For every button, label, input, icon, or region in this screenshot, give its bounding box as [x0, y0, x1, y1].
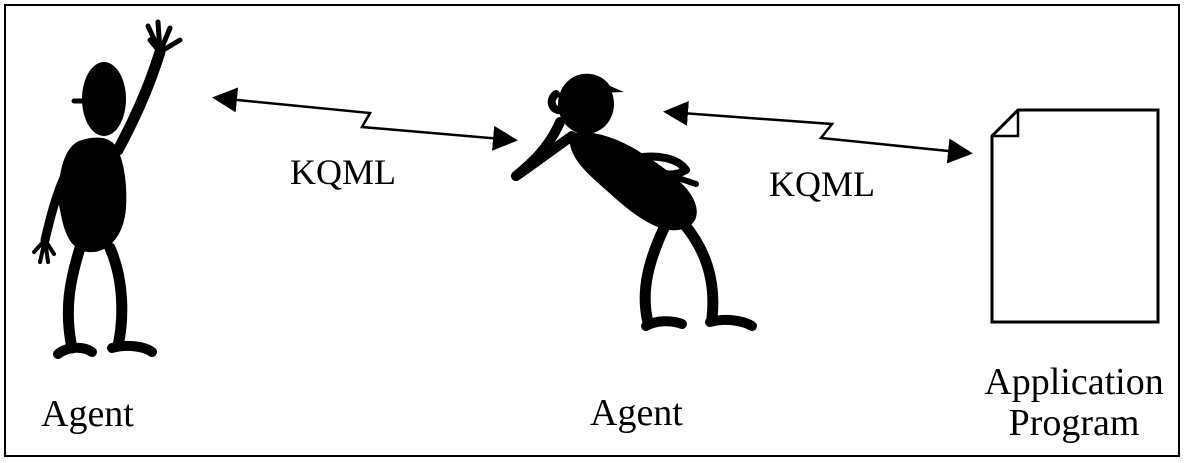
- link-arrow-left: [212, 87, 518, 151]
- link-label-kqml-left: KQML: [290, 152, 396, 192]
- listening-figure-icon: [511, 73, 757, 331]
- waving-figure-icon: [32, 19, 183, 359]
- left-agent-label: Agent: [41, 393, 134, 435]
- application-label-line2: Program: [1008, 402, 1140, 445]
- middle-agent-label: Agent: [590, 392, 683, 434]
- link-arrow-right: [663, 100, 973, 164]
- document-page-icon: [990, 108, 1160, 324]
- link-label-kqml-right: KQML: [769, 164, 875, 204]
- application-program-label: Application Program: [958, 361, 1186, 445]
- application-label-line1: Application: [984, 361, 1164, 403]
